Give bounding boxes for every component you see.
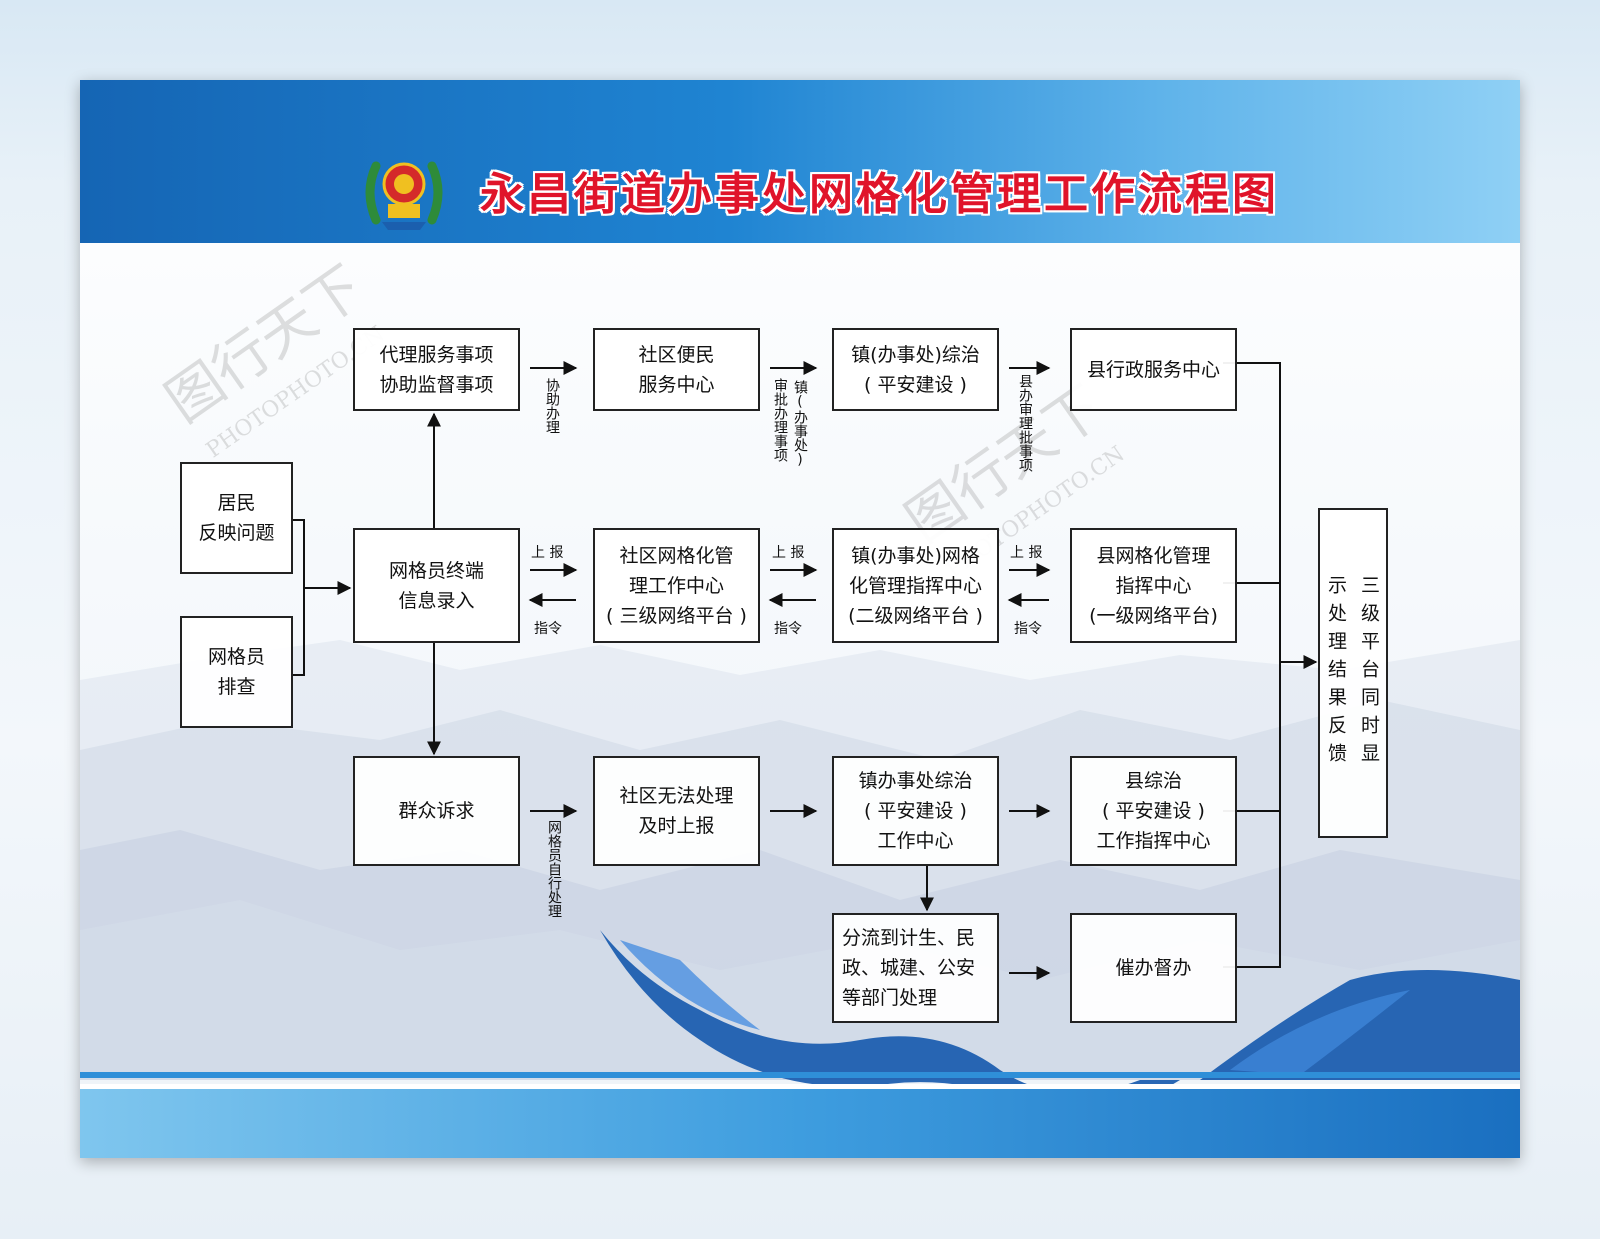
node-town-center: 镇办事处综治 ( 平安建设 ) 工作中心 — [832, 756, 999, 866]
node-text: ( 平安建设 ) — [864, 800, 967, 822]
footer-banner — [80, 1084, 1520, 1158]
node-text: 镇(办事处)综治 — [851, 343, 980, 366]
node-text: 群众诉求 — [398, 800, 475, 822]
node-text: 排查 — [217, 676, 256, 698]
edge-label-approval-items: 审批办理事项 — [772, 378, 788, 462]
edge-label-town-approval: 镇(办事处) — [792, 380, 808, 468]
node-appeal: 群众诉求 — [353, 756, 520, 866]
page-title: 永昌街道办事处网格化管理工作流程图 — [480, 169, 1279, 220]
node-community-unable: 社区无法处理 及时上报 — [593, 756, 760, 866]
node-agent-service: 代理服务事项 协助监督事项 — [353, 328, 520, 411]
node-text: 县行政服务中心 — [1086, 358, 1220, 381]
node-resident: 居民 反映问题 — [180, 462, 293, 574]
node-text: 协助监督事项 — [379, 373, 494, 396]
node-text: 工作指挥中心 — [1096, 830, 1211, 852]
edge-label-command: 指令 — [1014, 621, 1042, 637]
node-text: 化管理指挥中心 — [848, 574, 982, 597]
node-text: 代理服务事项 — [379, 343, 494, 366]
node-text: (一级网络平台) — [1089, 604, 1218, 627]
node-town-grid: 镇(办事处)网格 化管理指挥中心 (二级网络平台 ) — [832, 528, 999, 643]
node-community-service: 社区便民 服务中心 — [593, 328, 760, 411]
node-text: 及时上报 — [638, 815, 715, 837]
node-terminal: 网格员终端 信息录入 — [353, 528, 520, 643]
edge-label-command: 指令 — [774, 621, 802, 637]
node-text: 反映问题 — [198, 522, 275, 544]
node-text: 县网格化管理 — [1096, 544, 1211, 567]
node-text: 理工作中心 — [628, 574, 724, 597]
result-text-right: 三级平台同时显 — [1358, 575, 1380, 771]
node-county-grid: 县网格化管理 指挥中心 (一级网络平台) — [1070, 528, 1237, 643]
node-text: 指挥中心 — [1115, 574, 1192, 597]
result-text-left: 示处理结果反馈 — [1325, 575, 1347, 771]
node-county-admin: 县行政服务中心 — [1070, 328, 1237, 411]
node-grid-check: 网格员 排查 — [180, 616, 293, 728]
footer-line — [80, 1072, 1520, 1078]
node-county-command: 县综治 ( 平安建设 ) 工作指挥中心 — [1070, 756, 1237, 866]
node-text: 镇(办事处)网格 — [851, 544, 980, 567]
connector-lines — [292, 361, 1318, 980]
edge-label-command: 指令 — [534, 621, 562, 637]
node-text: 政、城建、公安 — [842, 957, 976, 979]
node-text: 网格员 — [207, 646, 265, 668]
board: 图行天下 PHOTOPHOTO.CN 图行天下 PHOTOPHOTO.CN 永昌… — [80, 80, 1520, 1158]
node-text: 社区便民 — [638, 343, 715, 366]
node-text: 工作中心 — [877, 830, 954, 852]
node-supervise: 催办督办 — [1070, 913, 1237, 1023]
node-text: 居民 — [217, 492, 256, 514]
node-text: ( 平安建设 ) — [864, 373, 967, 396]
node-text: 县综治 — [1124, 770, 1182, 792]
node-text: 信息录入 — [398, 589, 475, 612]
node-text: (二级网络平台 ) — [848, 604, 983, 627]
node-text: 社区网格化管 — [619, 544, 734, 567]
header-banner — [80, 80, 1520, 243]
edge-label-self-handle: 网格员自行处理 — [546, 820, 562, 918]
node-diversion: 分流到计生、民 政、城建、公安 等部门处理 — [832, 913, 999, 1023]
node-result-display: 三级平台同时显 示处理结果反馈 — [1318, 508, 1388, 838]
node-community-grid: 社区网格化管 理工作中心 ( 三级网络平台 ) — [593, 528, 760, 643]
node-text: 催办督办 — [1115, 957, 1192, 979]
node-text: 镇办事处综治 — [858, 770, 973, 792]
node-text: 分流到计生、民 — [842, 927, 976, 949]
node-text: ( 三级网络平台 ) — [606, 604, 747, 627]
node-text: 社区无法处理 — [619, 785, 734, 807]
edge-label-assist: 协助办理 — [544, 378, 560, 434]
police-emblem-icon — [365, 161, 443, 230]
node-text: 服务中心 — [638, 373, 715, 396]
node-town-comprehensive: 镇(办事处)综治 ( 平安建设 ) — [832, 328, 999, 411]
node-text: 网格员终端 — [388, 559, 484, 582]
edge-label-county-approval: 县办审理批事项 — [1017, 374, 1033, 472]
edge-label-report: 上 报 — [1010, 545, 1043, 561]
node-text: ( 平安建设 ) — [1102, 800, 1205, 822]
edge-label-report: 上 报 — [531, 545, 564, 561]
edge-label-report: 上 报 — [772, 545, 805, 561]
node-text: 等部门处理 — [842, 987, 938, 1009]
